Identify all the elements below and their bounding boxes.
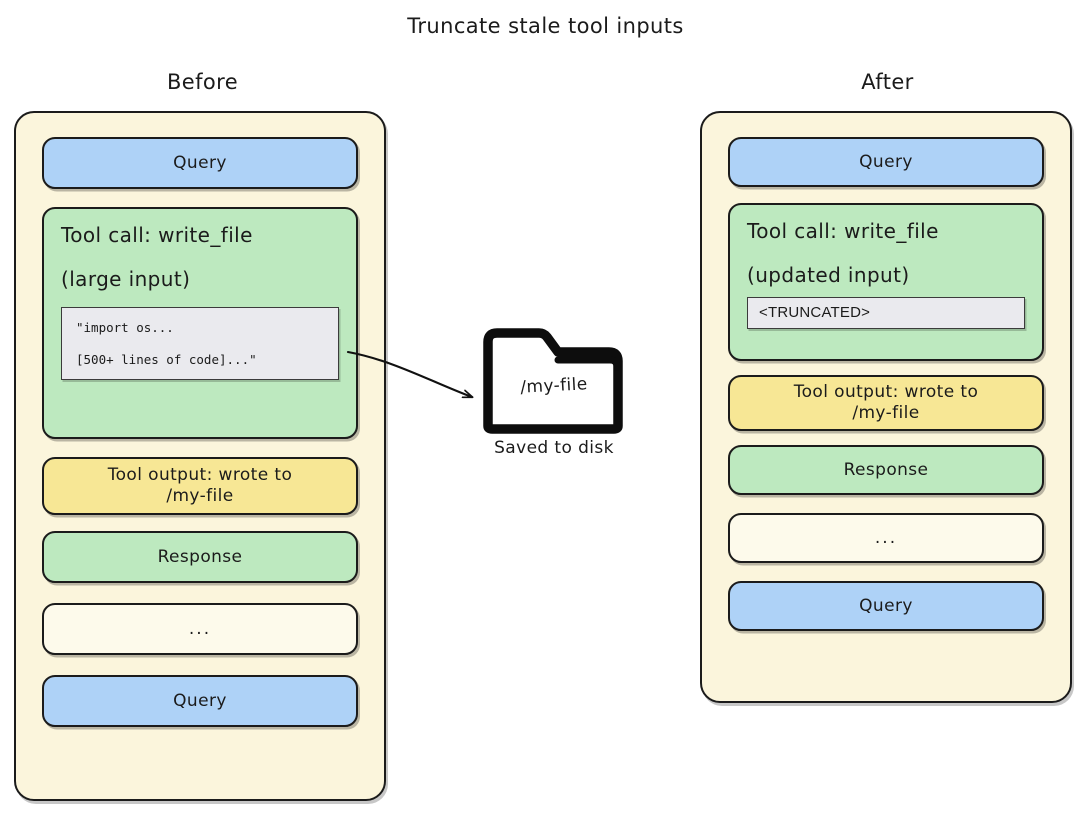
message-query-bottom[interactable]: Query: [42, 675, 358, 727]
message-query-top[interactable]: Query: [42, 137, 358, 189]
code-line-2: [500+ lines of code]...": [76, 351, 257, 367]
storage-group: /my-file Saved to disk: [478, 328, 638, 473]
folder-icon: [483, 328, 623, 434]
storage-caption: Saved to disk: [494, 438, 614, 458]
message-tool-output[interactable]: Tool output: wrote to /my-file: [42, 457, 358, 515]
message-tool-output-after[interactable]: Tool output: wrote to /my-file: [728, 375, 1044, 431]
message-ellipsis-after[interactable]: ...: [728, 513, 1044, 563]
tool-call-title: Tool call: write_file: [61, 223, 253, 247]
message-query-bottom-after[interactable]: Query: [728, 581, 1044, 631]
message-query-top-after[interactable]: Query: [728, 137, 1044, 187]
code-block: "import os... [500+ lines of code]...": [61, 307, 339, 381]
conversation-before: Query Tool call: write_file (large input…: [14, 111, 386, 801]
message-response[interactable]: Response: [42, 531, 358, 583]
column-heading-before: Before: [166, 70, 239, 94]
column-heading-after: After: [861, 70, 914, 94]
message-tool-call-after[interactable]: Tool call: write_file (updated input) <T…: [728, 203, 1044, 361]
tool-call-title-after: Tool call: write_file: [747, 219, 939, 243]
message-ellipsis[interactable]: ...: [42, 603, 358, 655]
message-response-after[interactable]: Response: [728, 445, 1044, 495]
message-tool-call[interactable]: Tool call: write_file (large input) "imp…: [42, 207, 358, 439]
tool-call-subtitle: (large input): [61, 267, 191, 291]
code-line-1: "import os...: [76, 320, 174, 335]
truncated-input-box: <TRUNCATED>: [747, 297, 1025, 330]
page-title: Truncate stale tool inputs: [407, 14, 684, 38]
conversation-after: Query Tool call: write_file (updated inp…: [700, 111, 1072, 703]
truncated-label: <TRUNCATED>: [759, 304, 871, 321]
tool-call-subtitle-after: (updated input): [747, 263, 910, 287]
